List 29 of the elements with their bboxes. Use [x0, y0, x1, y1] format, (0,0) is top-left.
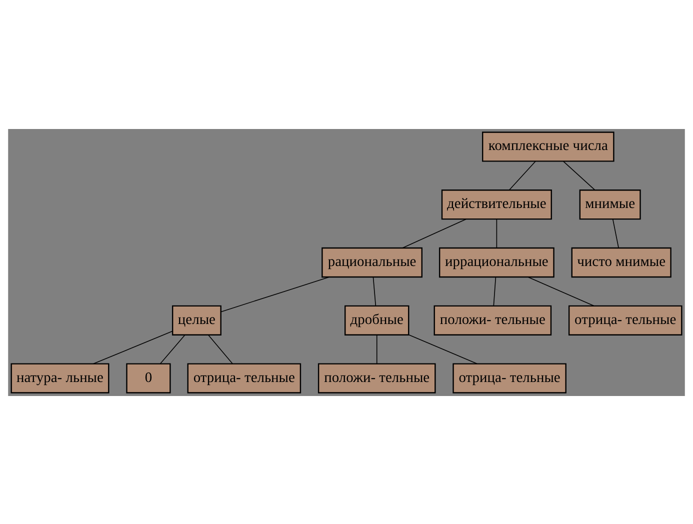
connector: [508, 160, 536, 190]
node-box: чисто мнимые: [571, 246, 672, 278]
connector: [612, 218, 619, 248]
connector: [372, 276, 376, 306]
node-box: комплексные числа: [482, 131, 614, 162]
connector: [563, 160, 596, 190]
connector: [160, 334, 186, 364]
connector: [493, 276, 496, 306]
node-box: отрица- тельные: [452, 362, 566, 393]
node-box: иррациональные: [438, 246, 554, 278]
node-box: целые: [172, 304, 222, 335]
connector: [208, 334, 233, 364]
connector: [220, 276, 330, 312]
node-box: рациональные: [322, 246, 422, 278]
connector: [376, 334, 378, 364]
connector: [496, 218, 498, 248]
node-box: 0: [126, 362, 171, 393]
connector: [528, 276, 594, 306]
node-box: отрица- тельные: [187, 362, 302, 393]
node-box: отрица- тельные: [568, 304, 682, 335]
node-box: мнимые: [579, 189, 641, 220]
node-box: дробные: [344, 304, 410, 335]
connector: [92, 330, 173, 364]
connector: [408, 334, 478, 364]
connector: [402, 218, 467, 248]
node-box: положи- тельные: [318, 362, 436, 393]
node-box: положи- тельные: [434, 304, 552, 335]
node-box: действительные: [441, 189, 552, 220]
node-box: натура- льные: [10, 362, 110, 393]
